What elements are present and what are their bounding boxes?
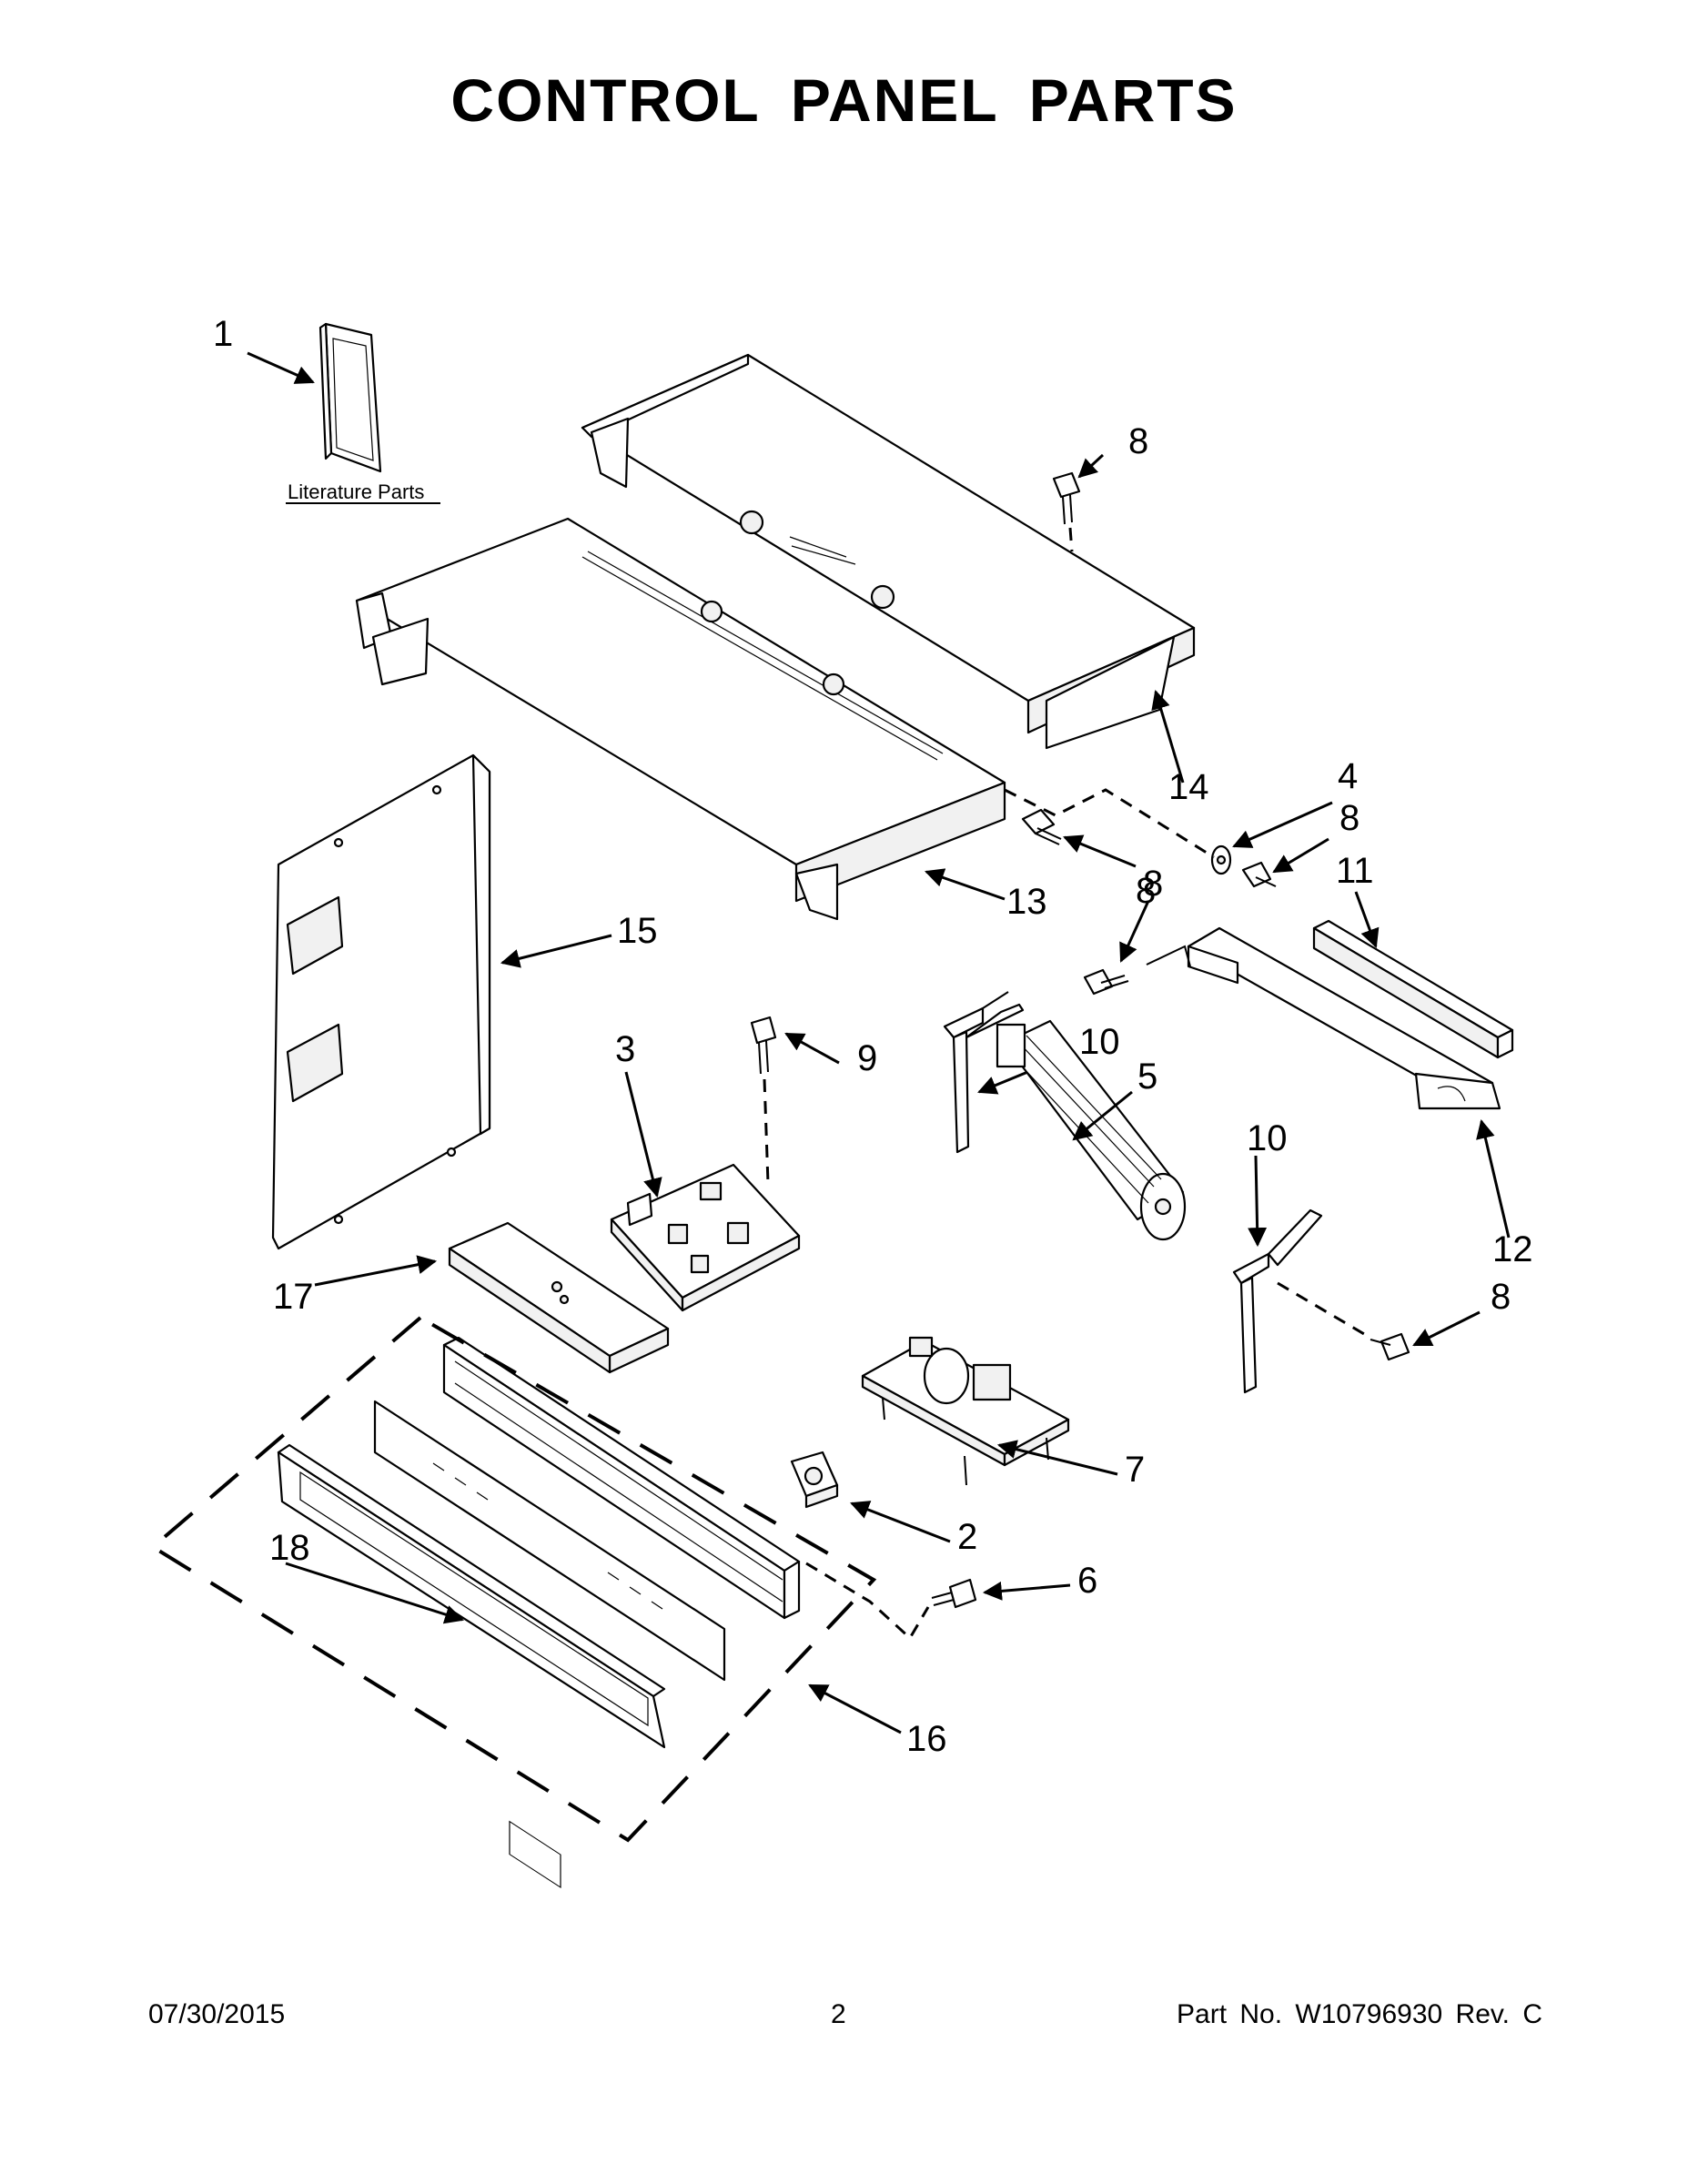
washer [1210, 844, 1232, 875]
arrow-15 [500, 934, 612, 968]
arrow-1 [247, 351, 315, 384]
arrow-13 [925, 868, 1006, 901]
callout-6: 6 [1077, 1561, 1097, 1601]
control-panel-frame [442, 1336, 801, 1620]
arrow-11 [1354, 891, 1380, 948]
control-panel-overlay [373, 1400, 726, 1889]
footer-part-number: Part No. W10796930 Rev. C [1177, 1999, 1542, 2029]
screw-9 [750, 1016, 777, 1075]
screw-bracket-right [1370, 1332, 1410, 1361]
callout-9: 9 [857, 1038, 877, 1078]
screw-b [1241, 861, 1277, 888]
insulation-strip [1312, 919, 1514, 1059]
callout-8-mid: 8 [1136, 871, 1156, 911]
dashed-leader-8-top [1068, 527, 1074, 552]
arrow-5 [1072, 1090, 1133, 1141]
footer-page-number: 2 [831, 1999, 846, 2029]
dashed-leader-8-right [1277, 1281, 1371, 1340]
control-board [610, 1163, 801, 1312]
arrow-7 [996, 1440, 1118, 1476]
fan-bracket-right [1232, 1208, 1323, 1394]
control-panel-trim [277, 1443, 666, 1749]
callout-5: 5 [1137, 1057, 1157, 1097]
callout-8-bottom: 8 [1491, 1277, 1511, 1317]
callout-7: 7 [1125, 1450, 1145, 1490]
literature-parts-label: Literature Parts [288, 480, 424, 503]
callout-4: 4 [1338, 756, 1358, 796]
callout-8-left: 8 [1143, 864, 1163, 904]
fan-bracket-left [943, 991, 1025, 1154]
callout-15: 15 [617, 911, 658, 951]
callout-8-right: 8 [1339, 798, 1359, 838]
top-panel-lower [355, 517, 1006, 921]
callout-10-left: 10 [1079, 1022, 1120, 1062]
assembly-boundary-16 [149, 1316, 877, 1843]
callout-12: 12 [1492, 1229, 1533, 1269]
arrow-18 [285, 1562, 465, 1624]
literature-booklet [318, 322, 382, 473]
screw-a [1021, 808, 1062, 845]
callout-17: 17 [273, 1277, 314, 1317]
side-panel [271, 753, 491, 1250]
arrow-17 [314, 1255, 438, 1287]
blower-fan [996, 1019, 1187, 1241]
callout-16: 16 [906, 1719, 947, 1759]
callout-1: 1 [213, 314, 233, 354]
arrow-8-right [1272, 837, 1329, 874]
arrow-10-right [1248, 1155, 1268, 1248]
power-board [861, 1336, 1070, 1486]
footer-date: 07/30/2015 [148, 1999, 286, 2029]
arrow-8-mid [1063, 834, 1137, 868]
dashed-leader-9 [763, 1078, 770, 1184]
callout-8-top: 8 [1128, 421, 1148, 461]
arrow-14 [1151, 689, 1185, 784]
top-panel-upper [581, 353, 1196, 750]
arrow-16 [808, 1684, 902, 1734]
callout-18: 18 [269, 1528, 310, 1568]
board-cover [448, 1221, 670, 1374]
page-title: CONTROL PANEL PARTS [450, 66, 1238, 134]
dashed-leader-4 [1004, 788, 1215, 859]
screw-top [1052, 471, 1081, 525]
arrow-8-left [1119, 900, 1150, 963]
arrow-12 [1476, 1118, 1511, 1239]
arrow-3 [624, 1071, 662, 1198]
screw-6 [931, 1578, 977, 1609]
callout-14: 14 [1168, 767, 1209, 807]
small-switch [790, 1451, 839, 1509]
arrow-2 [850, 1501, 951, 1543]
callout-11: 11 [1336, 851, 1374, 891]
callout-2: 2 [957, 1517, 977, 1557]
callout-3: 3 [615, 1029, 635, 1069]
arrow-6 [982, 1581, 1071, 1601]
mounting-bracket [1146, 926, 1501, 1110]
arrow-8-top [1077, 453, 1105, 479]
screw-left [1083, 968, 1129, 996]
arrow-8-bottom [1412, 1310, 1481, 1347]
callout-10-right: 10 [1247, 1118, 1288, 1158]
arrow-4 [1232, 801, 1333, 848]
arrow-9 [784, 1032, 840, 1065]
callout-13: 13 [1006, 882, 1047, 922]
